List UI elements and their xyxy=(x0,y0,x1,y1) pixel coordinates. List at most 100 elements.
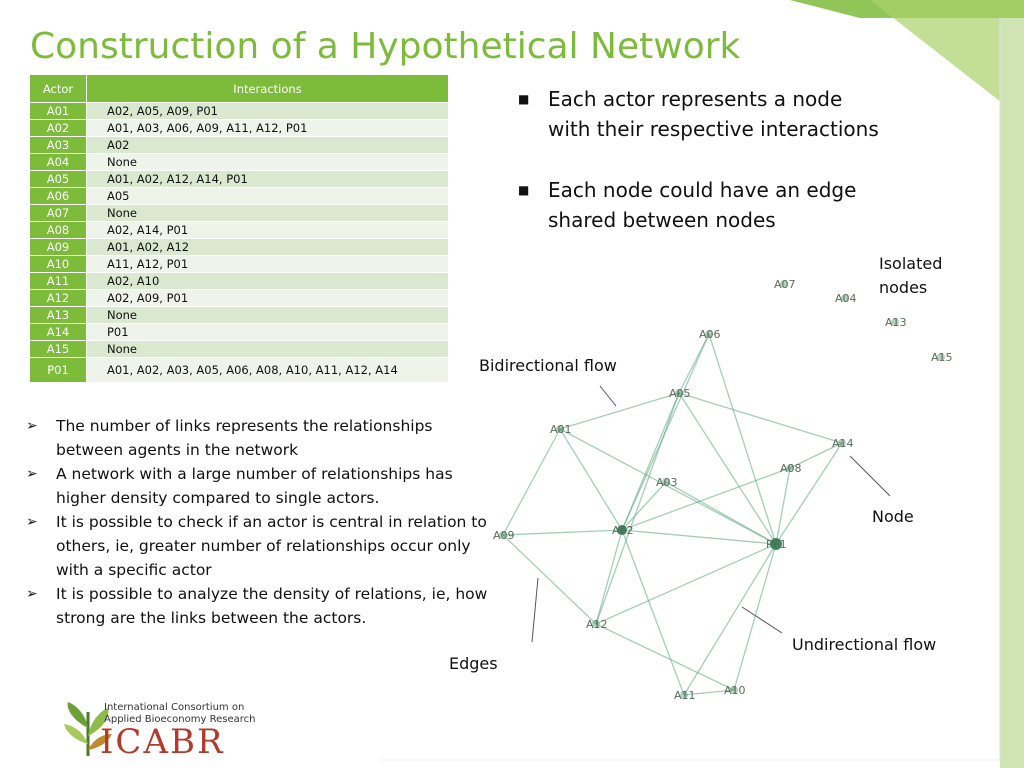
actor-cell: A04 xyxy=(30,153,87,171)
node-circle xyxy=(730,686,738,694)
right-bullet-list: ■ Each actor represents a node with their… xyxy=(518,84,888,266)
interactions-cell: A02 xyxy=(86,136,448,154)
square-bullet-icon: ■ xyxy=(518,183,530,197)
actor-cell: A02 xyxy=(30,119,87,137)
node-label: A14 xyxy=(832,437,854,450)
network-edge xyxy=(559,428,623,531)
actor-cell: A08 xyxy=(30,221,87,239)
node-label: A04 xyxy=(835,292,857,305)
network-node: A07 xyxy=(774,278,796,291)
network-edge xyxy=(665,481,777,545)
network-node: A12 xyxy=(586,618,608,631)
page-title: Construction of a Hypothetical Network xyxy=(30,26,741,67)
network-edge xyxy=(683,689,735,696)
network-edge xyxy=(621,529,685,696)
node-label: A08 xyxy=(780,462,802,475)
network-edge xyxy=(502,428,561,536)
node-circle xyxy=(675,389,683,397)
network-node: A10 xyxy=(724,684,746,697)
network-node: A14 xyxy=(832,437,854,450)
bidirectional-flow-label: Bidirectional flow xyxy=(479,356,617,375)
list-item: ➢ It is possible to check if an actor is … xyxy=(26,510,496,582)
list-item: ■Each actor represents a node with their… xyxy=(518,84,888,144)
interactions-cell: None xyxy=(86,306,448,324)
edges-label: Edges xyxy=(449,654,498,673)
logo-text: International Consortium on Applied Bioe… xyxy=(104,702,255,726)
bullet-text: Each actor represents a node with their … xyxy=(548,87,879,141)
callout-leader-line xyxy=(849,455,891,497)
node-label: A09 xyxy=(493,529,515,542)
node-label: P01 xyxy=(766,538,787,551)
network-edge xyxy=(789,442,843,469)
network-node: A03 xyxy=(656,476,678,489)
interactions-cell: A02, A09, P01 xyxy=(86,289,448,307)
network-edge xyxy=(678,392,843,444)
node-circle xyxy=(891,318,899,326)
network-node: A11 xyxy=(674,689,696,702)
node-circle xyxy=(556,425,564,433)
node-label: A13 xyxy=(885,316,907,329)
bullet-text: A network with a large number of relatio… xyxy=(56,465,453,507)
network-edge xyxy=(621,467,791,531)
node-circle xyxy=(592,620,600,628)
undirectional-flow-label: Undirectional flow xyxy=(792,635,937,654)
interactions-cell: A02, A05, A09, P01 xyxy=(86,102,448,120)
network-node: A05 xyxy=(669,387,691,400)
node-label: A07 xyxy=(774,278,796,291)
column-header-interactions: Interactions xyxy=(86,75,448,103)
node-label: A02 xyxy=(612,524,634,537)
network-edge xyxy=(502,534,597,625)
interactions-cell: A01, A02, A12, A14, P01 xyxy=(86,170,448,188)
network-edge xyxy=(595,543,777,625)
actor-cell: A15 xyxy=(30,340,87,358)
interactions-cell: A01, A02, A12 xyxy=(86,238,448,256)
network-edge xyxy=(559,392,680,430)
node-circle xyxy=(662,478,670,486)
actor-cell: A07 xyxy=(30,204,87,222)
interactions-cell: A01, A03, A06, A09, A11, A12, P01 xyxy=(86,119,448,137)
network-edge xyxy=(621,529,777,545)
node-circle xyxy=(705,330,713,338)
arrowhead-bullet-icon: ➢ xyxy=(26,514,38,530)
interactions-cell: A02, A14, P01 xyxy=(86,221,448,239)
list-item: ➢It is possible to analyze the density o… xyxy=(26,582,496,630)
column-header-actor: Actor xyxy=(30,75,87,103)
node-circle xyxy=(841,294,849,302)
interactions-cell: A02, A10 xyxy=(86,272,448,290)
node-circle xyxy=(937,353,945,361)
interactions-cell: P01 xyxy=(86,323,448,341)
node-circle xyxy=(680,691,688,699)
network-node: A01 xyxy=(550,423,572,436)
node-circle xyxy=(617,525,627,535)
node-circle xyxy=(499,531,507,539)
network-node: A15 xyxy=(931,351,953,364)
table-header-row: Actor Interactions xyxy=(30,75,448,103)
network-edge xyxy=(775,442,843,545)
isolated-nodes-label: Isolated nodes xyxy=(879,254,943,297)
node-label: A01 xyxy=(550,423,572,436)
actor-cell: A09 xyxy=(30,238,87,256)
arrowhead-bullet-icon: ➢ xyxy=(26,466,38,482)
network-edge xyxy=(683,543,777,696)
list-item: ■Each node could have an edge shared bet… xyxy=(518,175,888,235)
callout-leader-line xyxy=(531,577,539,643)
node-label: A03 xyxy=(656,476,678,489)
node-label: A06 xyxy=(699,328,721,341)
actor-cell: A03 xyxy=(30,136,87,154)
plant-logo-icon xyxy=(64,702,112,756)
left-bullet-list: ➢The number of links represents the rela… xyxy=(26,414,496,630)
bullet-text: It is possible to check if an actor is c… xyxy=(56,513,487,579)
network-node: A09 xyxy=(493,529,515,542)
network-edge xyxy=(559,428,777,545)
network-node: A02 xyxy=(612,524,634,537)
